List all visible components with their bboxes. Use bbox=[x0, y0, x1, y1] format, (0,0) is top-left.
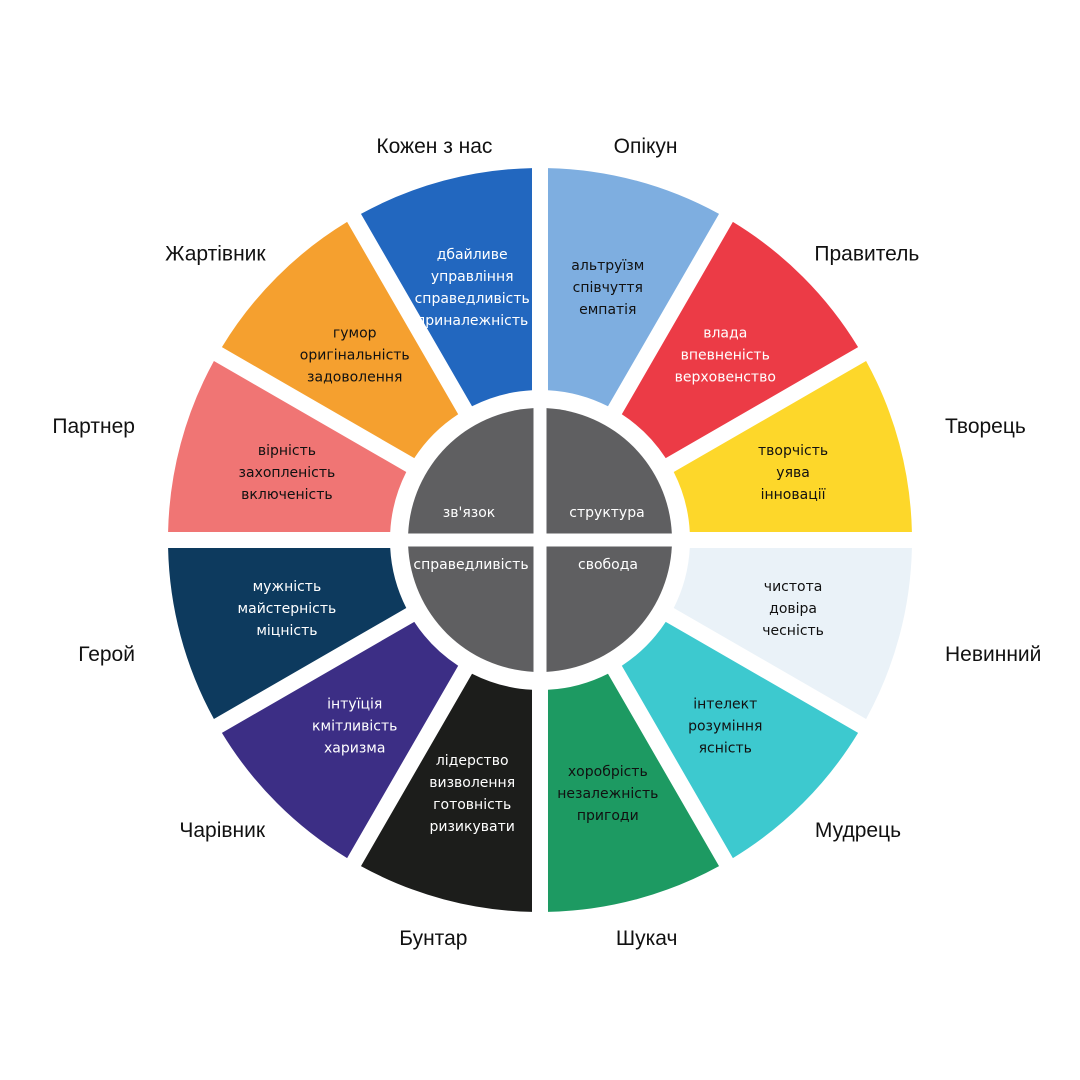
archetype-7-trait: ризикувати bbox=[430, 819, 515, 835]
inner-label-structure: структура bbox=[569, 505, 644, 521]
archetype-9-trait: мужність bbox=[253, 579, 322, 595]
archetype-12-segment bbox=[360, 168, 533, 407]
archetype-3-trait: уява bbox=[776, 465, 810, 481]
archetype-12-trait: дбайливе bbox=[437, 247, 508, 263]
archetype-2-trait: верховенство bbox=[675, 370, 776, 386]
archetype-4-trait: довіра bbox=[769, 601, 817, 617]
archetype-1-trait: емпатія bbox=[579, 302, 636, 318]
archetype-5-segment bbox=[621, 621, 859, 859]
archetype-6-name: Шукач bbox=[616, 927, 678, 950]
archetype-2-segment bbox=[621, 221, 859, 459]
archetype-4-trait: чесність bbox=[762, 623, 824, 639]
archetype-2-trait: впевненість bbox=[681, 348, 770, 364]
archetype-9-name: Герой bbox=[78, 643, 135, 666]
archetype-11-trait: задоволення bbox=[307, 370, 402, 386]
archetype-7-trait: лідерство bbox=[436, 753, 509, 769]
archetype-7-trait: готовність bbox=[433, 797, 511, 813]
archetype-10-trait: захопленість bbox=[239, 465, 336, 481]
archetype-11-segment bbox=[221, 221, 459, 459]
archetype-1-trait: альтруїзм bbox=[571, 258, 644, 274]
archetype-5-trait: ясність bbox=[699, 740, 752, 756]
inner-label-freedom: свобода bbox=[578, 557, 638, 573]
inner-label-justice: справедливість bbox=[413, 557, 528, 573]
archetype-4-segment bbox=[673, 547, 912, 720]
inner-quadrant-justice bbox=[408, 546, 534, 672]
archetype-6-trait: хоробрість bbox=[568, 764, 648, 780]
archetype-11-trait: гумор bbox=[333, 326, 377, 342]
archetype-9-trait: міцність bbox=[256, 623, 317, 639]
archetype-9-trait: майстерність bbox=[238, 601, 337, 617]
inner-quadrant-freedom bbox=[546, 546, 672, 672]
archetype-6-trait: пригоди bbox=[577, 808, 639, 824]
archetype-11-trait: оригінальність bbox=[300, 348, 410, 364]
archetype-4-trait: чистота bbox=[764, 579, 823, 595]
archetype-8-name: Чарівник bbox=[179, 819, 266, 842]
archetype-9-segment bbox=[168, 547, 407, 720]
archetype-3-trait: інновації bbox=[761, 487, 826, 503]
archetype-1-trait: співчуття bbox=[573, 280, 643, 296]
inner-quadrant-structure bbox=[546, 408, 672, 534]
archetype-12-trait: управління bbox=[431, 269, 514, 285]
archetype-12-name: Кожен з нас bbox=[376, 135, 492, 158]
archetype-3-trait: творчість bbox=[758, 443, 828, 459]
archetype-2-trait: влада bbox=[703, 326, 747, 342]
archetype-11-name: Жартівник bbox=[165, 243, 266, 266]
archetype-2-name: Правитель bbox=[814, 243, 919, 266]
archetype-7-name: Бунтар bbox=[399, 927, 467, 950]
archetype-names: ОпікунПравительТворецьНевиннийМудрецьШук… bbox=[52, 135, 1041, 950]
archetype-10-segment bbox=[168, 360, 407, 533]
archetype-1-segment bbox=[547, 168, 720, 407]
archetype-6-segment bbox=[547, 673, 720, 912]
archetype-5-trait: розуміння bbox=[688, 718, 762, 734]
archetype-segments: альтруїзм співчуття емпатія влада впевненіст… bbox=[168, 168, 912, 912]
inner-label-connection: зв'язок bbox=[443, 505, 495, 521]
archetype-3-name: Творець bbox=[945, 415, 1026, 438]
archetype-12-trait: приналежність bbox=[416, 313, 528, 329]
archetype-1-name: Опікун bbox=[614, 135, 678, 158]
archetype-7-segment bbox=[360, 673, 533, 912]
archetype-8-segment bbox=[221, 621, 459, 859]
archetype-10-trait: вірність bbox=[258, 443, 316, 459]
archetype-3-segment bbox=[673, 360, 912, 533]
archetype-5-name: Мудрець bbox=[815, 819, 901, 842]
archetype-7-trait: визволення bbox=[429, 775, 515, 791]
inner-circle: зв'язок структура справедливість свобода bbox=[408, 408, 672, 672]
archetype-10-name: Партнер bbox=[52, 415, 135, 438]
archetype-5-trait: інтелект bbox=[693, 696, 757, 712]
archetype-10-trait: включеність bbox=[241, 487, 332, 503]
archetype-6-trait: незалежність bbox=[557, 786, 658, 802]
archetype-8-trait: інтуїція bbox=[327, 696, 382, 712]
archetype-4-name: Невинний bbox=[945, 643, 1041, 666]
archetype-8-trait: харизма bbox=[324, 740, 385, 756]
inner-quadrant-connection bbox=[408, 408, 534, 534]
archetype-8-trait: кмітливість bbox=[312, 718, 397, 734]
archetype-12-trait: справедливість bbox=[415, 291, 530, 307]
